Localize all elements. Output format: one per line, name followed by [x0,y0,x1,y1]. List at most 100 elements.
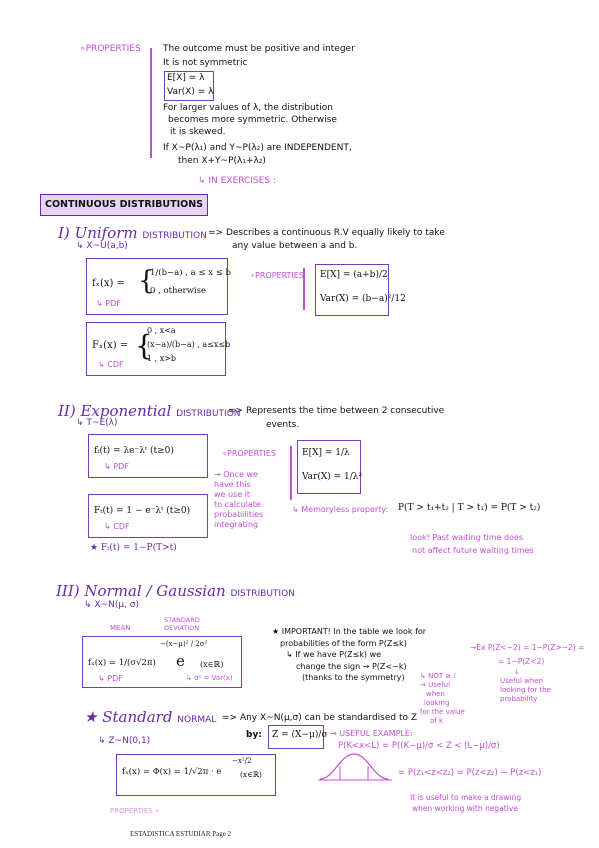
exp-suffix: DISTRIBUTION [176,409,241,419]
exp-survival: ★ Fₜ(t) = 1−P(T>t) [90,543,177,553]
standard-pdf: fₓ(x) = Φ(x) = 1/√2π · e [122,767,222,777]
uniform-cdf-lhs: Fₓ(x) = [92,340,129,351]
normal-suffix: DISTRIBUTION [230,589,295,599]
exp-heading-row: II) Exponential DISTRIBUTION [58,402,241,420]
standard-by: by: [246,730,262,740]
prop-line-2: It is not symmetric [163,58,248,68]
standard-suffix: NORMAL [177,715,217,725]
normal-heading: Normal / Gaussian [84,582,226,600]
exp-properties-label: ∘PROPERTIES [222,449,276,458]
exp-cdf-label: ↳ CDF [104,522,130,531]
memoryless-note-1: look! Past waiting time does [410,533,524,542]
prop-line-1: The outcome must be positive and integer [163,44,355,54]
standard-pdf-power: −x²/2 [232,757,252,765]
notes-left-1: ↳ NOT ≥ ! [420,672,457,680]
uniform-heading-row: I) Uniform DISTRIBUTION [58,224,207,242]
example-line-2: = P(z₁<z<z₂) = P(z<z₂) − P(z<z₁) [398,768,542,778]
normal-ex-1: →Ex P(Z<−2) = 1−P(Z>−2) = [470,643,585,652]
exp-pdf: fₜ(t) = λe⁻λᵗ (t≥0) [94,446,174,456]
example-line-1: P(K<x<L) = P((K−μ)/σ < Z < (L−μ)/σ) [338,741,500,751]
exp-props-box [297,440,361,494]
uniform-cdf-box [86,322,226,376]
exp-note-line-5: probabilities [214,510,264,519]
standard-note-2: when working with negative [412,804,518,813]
important-line-3: ↳ If we have P(Z≤k) we [286,650,382,659]
section-title: CONTINUOUS DISTRIBUTIONS [44,199,204,210]
prop-line-4: Var(X) = λ [167,87,214,97]
notes-right-4: probability [500,695,538,703]
standard-heading-row: ★ Standard NORMAL [84,708,216,726]
exp-cdf-box [88,494,208,538]
uniform-variance: Var(X) = (b−a)²/12 [320,294,406,304]
normal-heading-row: III) Normal / Gaussian DISTRIBUTION [56,582,295,600]
exp-note: → Once we have this we use it to calcula… [214,470,263,530]
prop-line-3: E[X] = λ [167,73,205,83]
prop-line-5: For larger values of λ, the distribution [163,103,333,113]
exp-desc-1: => Represents the time between 2 consecu… [228,406,445,416]
normal-ex-2: = 1−P(Z<2) [498,657,545,666]
exp-num: II) [58,402,76,420]
useful-example-label: → USEFUL EXAMPLE: [330,729,413,738]
uniform-pdf-box [86,258,228,315]
normal-pdf-power: −(x−μ)² / 2σ² [160,640,208,648]
uniform-pdf-label: ↳ PDF [96,299,121,308]
exp-note-line-1: → Once we [214,470,258,479]
uniform-pdf-brace: { [138,266,155,296]
uniform-cdf-label: ↳ CDF [98,360,124,369]
properties-label-top: ∘PROPERTIES [80,44,141,54]
z-formula: Z = (X−μ)/σ [272,730,328,740]
exp-variance: Var(X) = 1/λ² [302,472,363,482]
standard-pdf-box [116,754,276,796]
standard-notation: ↳ Z~N(0,1) [98,736,151,746]
next-properties-label: PROPERTIES ∘ [110,807,160,815]
uniform-pdf-case2: 0 , otherwise [150,286,207,296]
important-line-1: ★ IMPORTANT! In the table we look for [272,627,427,636]
important-line-5: (thanks to the symmetry) [302,673,405,682]
normal-notes-right: ↓ Useful when looking for the probabilit… [500,668,551,704]
uniform-cdf-case2: (x−a)/(b−a) , a≤x≤b [147,340,231,349]
uniform-properties-label: ∘PROPERTIES [250,271,304,280]
notes-left-3: when [426,690,445,698]
curve-path [319,753,389,780]
normal-sd-label: STANDARD DEVIATION [164,616,200,632]
standard-star: ★ [84,708,98,726]
uniform-expectation: E[X] = (a+b)/2 [320,270,388,280]
bell-curve-sketch [318,753,392,781]
exp-desc-2: events. [266,420,300,430]
exp-notation: ↳ T~E(λ) [76,418,118,428]
standard-heading: Standard [102,708,173,726]
normal-important: ★ IMPORTANT! In the table we look for pr… [272,626,426,684]
exp-cdf: Fₜ(t) = 1 − e⁻λᵗ (t≥0) [94,506,191,516]
normal-var-label: ↳ σ² = Var(x) [186,674,233,682]
memoryless-note-2: not affect future waiting times [412,546,534,555]
standard-note-1: It is useful to make a drawing [410,793,522,802]
prop-line-8: If X~P(λ₁) and Y~P(λ₂) are INDEPENDENT, [163,143,352,153]
uniform-num: I) [58,224,70,242]
exp-heading: Exponential [80,402,172,420]
normal-pdf-e: e [176,652,185,670]
normal-notation: ↳ X~N(μ, σ) [84,600,140,610]
notes-left-4: looking [424,699,450,707]
exp-bracket [290,446,292,500]
normal-pdf-domain: (x∈ℝ) [200,660,224,669]
section-title-box: CONTINUOUS DISTRIBUTIONS [40,194,208,216]
normal-pdf-box [82,636,242,688]
exp-note-line-4: to calculate [214,500,261,509]
exp-pdf-label: ↳ PDF [104,462,129,471]
notes-right-2: Useful when [500,677,544,685]
notes-left-2: → Useful [420,681,451,689]
uniform-cdf-case1: 0 , x<a [147,326,176,335]
normal-num: III) [56,582,80,600]
uniform-bracket [303,268,305,310]
notes-left-6: of k [430,717,444,725]
exp-pdf-box [88,434,208,478]
prop-line-7: it is skewed. [170,127,226,137]
notes-right-3: looking for the [500,686,551,694]
bracket-line [150,48,152,158]
notes-left-5: for the value [420,708,465,716]
exercises-note: ↳ IN EXERCISES : [198,176,276,186]
standard-pdf-domain: (x∈ℝ) [240,770,262,779]
uniform-pdf-case1: 1/(b−a) , a ≤ x ≤ b [150,268,231,278]
exp-note-line-6: integrating [214,520,259,529]
prop-line-6: becomes more symmetric. Otherwise [168,115,337,125]
